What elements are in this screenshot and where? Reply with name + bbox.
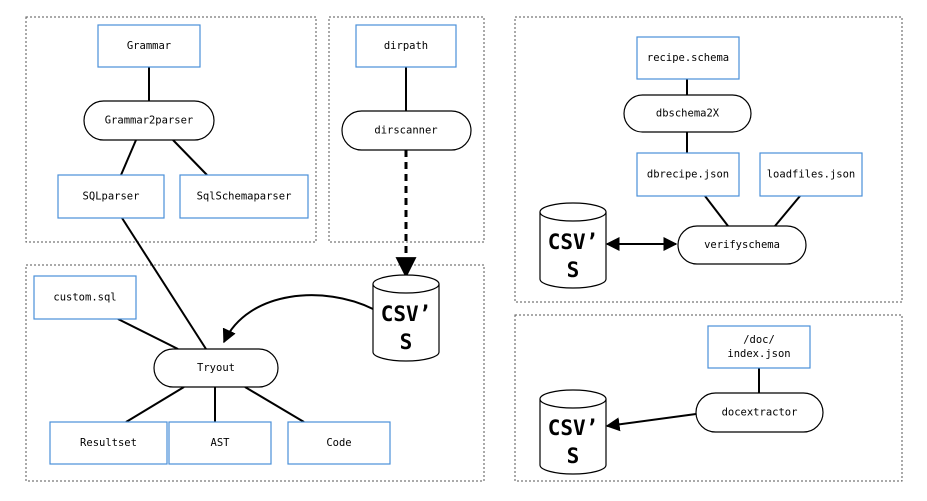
tryout-label: Tryout bbox=[197, 362, 235, 374]
dirpath-label: dirpath bbox=[384, 40, 428, 52]
sqlschemaparser-box bbox=[179, 174, 309, 219]
scanner-region bbox=[328, 16, 485, 243]
loadfiles-json-box bbox=[759, 152, 863, 197]
csv-label-line1: CSV’ bbox=[548, 230, 599, 254]
csv-label-line1: CSV’ bbox=[381, 302, 432, 326]
grammar-box bbox=[97, 24, 201, 68]
edge-sqlparser-tryout bbox=[121, 217, 207, 350]
doc-region bbox=[514, 314, 903, 482]
csv-database-icon bbox=[372, 274, 440, 362]
verifyschema-node bbox=[677, 225, 807, 265]
dirscanner-node bbox=[341, 110, 472, 151]
csv-label-line2: S bbox=[400, 330, 413, 354]
docextractor-label: docextractor bbox=[722, 407, 798, 419]
edge-grammar2parser-sqlschemaparser bbox=[172, 139, 208, 176]
doc-index-json-box bbox=[707, 325, 811, 369]
sqlparser-box bbox=[57, 174, 165, 219]
csv-label-line2: S bbox=[567, 444, 580, 468]
edge-grammar2parser-sqlparser bbox=[120, 139, 137, 176]
grammar2parser-node bbox=[83, 100, 215, 141]
resultset-label: Resultset bbox=[80, 437, 137, 449]
ast-label: AST bbox=[211, 437, 231, 449]
edge-tryout-code bbox=[244, 386, 305, 423]
doc-index-label-line1: /doc/ bbox=[743, 334, 775, 346]
csv-to-tryout-arrow bbox=[222, 294, 374, 344]
code-label: Code bbox=[326, 437, 351, 449]
code-box bbox=[287, 421, 391, 465]
dbrecipe-json-label: dbrecipe.json bbox=[647, 169, 729, 181]
csv-database-icon bbox=[539, 389, 607, 475]
tryout-region bbox=[25, 264, 485, 482]
edge-tryout-resultset bbox=[125, 386, 185, 423]
edge-loadfiles-verifyschema bbox=[774, 195, 801, 227]
dbrecipe-json-box bbox=[636, 152, 740, 197]
dbschema2x-node bbox=[623, 94, 752, 133]
custom-sql-label: custom.sql bbox=[53, 292, 116, 304]
parser-region bbox=[25, 16, 317, 243]
ast-box bbox=[168, 421, 272, 465]
grammar2parser-label: Grammar2parser bbox=[105, 115, 194, 127]
verifyschema-label: verifyschema bbox=[704, 239, 780, 251]
recipe-schema-box bbox=[636, 36, 740, 80]
csv-database-icon bbox=[539, 202, 607, 289]
resultset-box bbox=[49, 421, 168, 465]
schema-region bbox=[514, 16, 903, 303]
doc-index-label-line2: index.json bbox=[727, 348, 790, 360]
tryout-node bbox=[153, 348, 279, 388]
dbschema2x-label: dbschema2X bbox=[656, 108, 720, 120]
grammar-label: Grammar bbox=[127, 40, 171, 52]
dirscanner-label: dirscanner bbox=[374, 125, 437, 137]
loadfiles-json-label: loadfiles.json bbox=[767, 169, 856, 181]
docextractor-node bbox=[695, 392, 824, 433]
edge-dbrecipe-verifyschema bbox=[704, 195, 729, 227]
csv-label-line2: S bbox=[567, 258, 580, 282]
recipe-schema-label: recipe.schema bbox=[647, 52, 729, 64]
custom-sql-box bbox=[33, 275, 137, 320]
sqlschemaparser-label: SqlSchemaparser bbox=[197, 191, 292, 203]
dirpath-box bbox=[355, 24, 457, 68]
docextractor-to-csv-arrow bbox=[605, 413, 697, 432]
csv-label-line1: CSV’ bbox=[548, 416, 599, 440]
sqlparser-label: SQLparser bbox=[83, 191, 140, 203]
edge-customsql-tryout bbox=[117, 318, 179, 350]
